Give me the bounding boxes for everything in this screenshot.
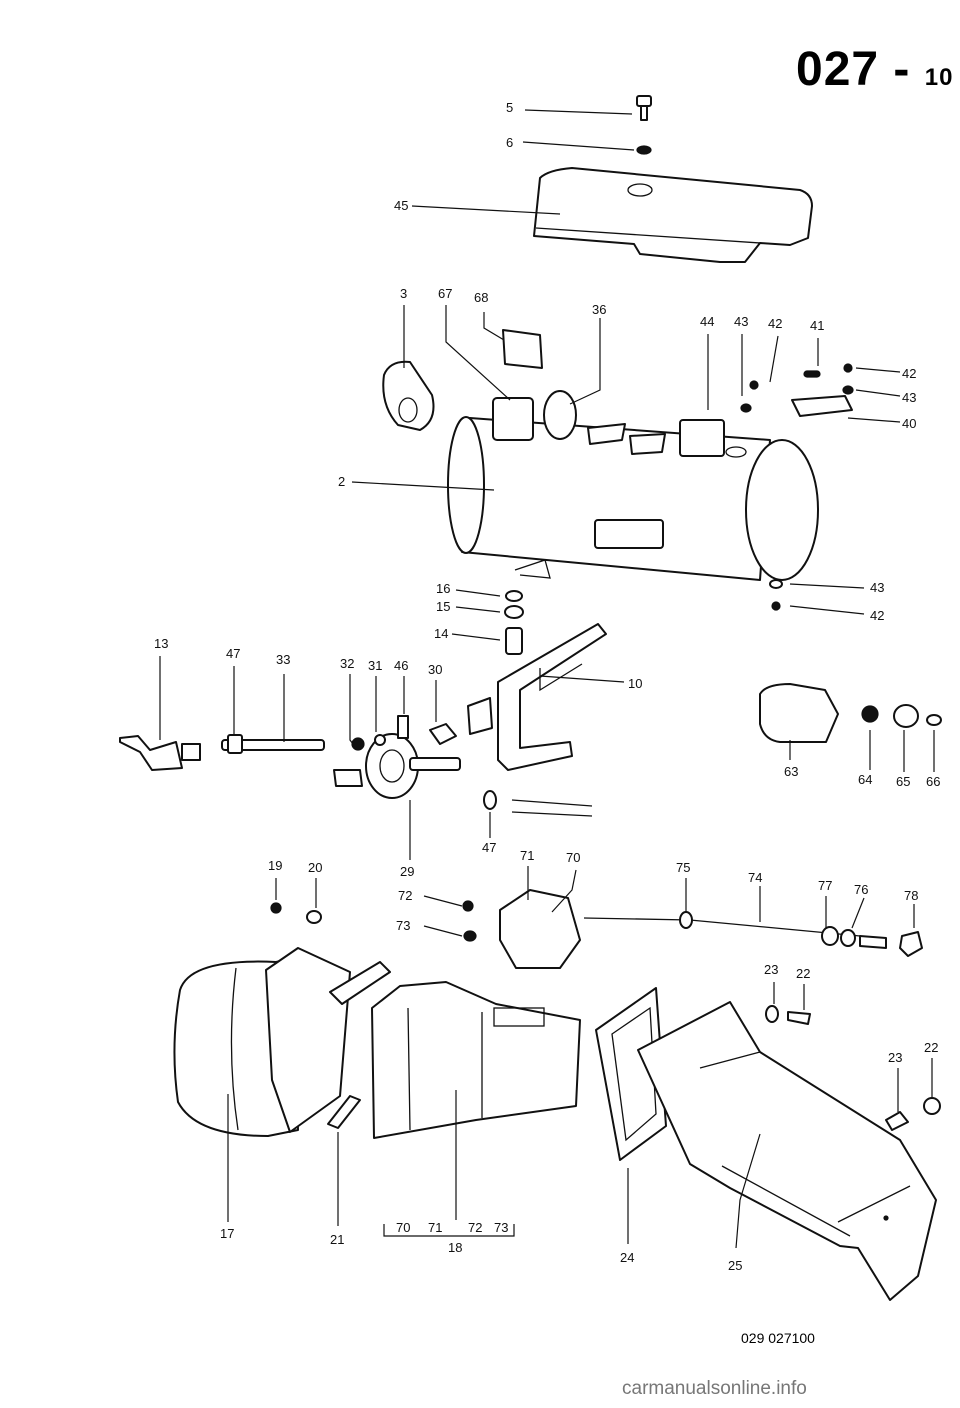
callout-74: 74 <box>748 870 762 885</box>
callout-29: 29 <box>400 864 414 879</box>
flange-24-part <box>595 987 667 1161</box>
callout-43-lower: 43 <box>870 580 884 595</box>
callout-32: 32 <box>340 656 354 671</box>
callout-64: 64 <box>858 772 872 787</box>
switch-unit-part <box>759 683 942 743</box>
duct-adapter-part <box>265 947 391 1133</box>
callout-labels: 5 6 45 3 67 68 36 44 43 42 41 42 43 40 2… <box>154 100 940 1273</box>
callout-3: 3 <box>400 286 407 301</box>
screw-part <box>636 95 652 121</box>
heater-body-part <box>447 416 819 581</box>
callout-63: 63 <box>784 764 798 779</box>
callout-18-sub-73: 73 <box>494 1220 508 1235</box>
callout-23-lower: 23 <box>888 1050 902 1065</box>
callout-78: 78 <box>904 888 918 903</box>
callout-21: 21 <box>330 1232 344 1247</box>
callout-46: 46 <box>394 658 408 673</box>
callout-18: 18 <box>448 1240 462 1255</box>
small-parts-on-body <box>382 329 853 457</box>
callout-73: 73 <box>396 918 410 933</box>
callout-6: 6 <box>506 135 513 150</box>
callout-17: 17 <box>220 1226 234 1241</box>
watermark: carmanualsonline.info <box>622 1378 807 1399</box>
gasket-21-part <box>327 1095 361 1129</box>
duct-25-part <box>637 1001 937 1301</box>
callout-10: 10 <box>628 676 642 691</box>
callout-47-mid: 47 <box>482 840 496 855</box>
callout-2: 2 <box>338 474 345 489</box>
callout-41: 41 <box>810 318 824 333</box>
callout-72: 72 <box>398 888 412 903</box>
callout-33: 33 <box>276 652 290 667</box>
callout-43-top: 43 <box>734 314 748 329</box>
callout-67: 67 <box>438 286 452 301</box>
callout-36: 36 <box>592 302 606 317</box>
callout-16: 16 <box>436 581 450 596</box>
callout-25: 25 <box>728 1258 742 1273</box>
callout-43-right: 43 <box>902 390 916 405</box>
callout-66: 66 <box>926 774 940 789</box>
callout-23-upper: 23 <box>764 962 778 977</box>
callout-24: 24 <box>620 1250 634 1265</box>
callout-65: 65 <box>896 774 910 789</box>
duct-18-part <box>371 981 581 1139</box>
bolts-and-washers <box>504 363 854 655</box>
reference-code: 029 027100 <box>741 1330 815 1346</box>
callout-42-right: 42 <box>902 366 916 381</box>
callout-19: 19 <box>268 858 282 873</box>
callout-47-left: 47 <box>226 646 240 661</box>
leader-lines <box>159 109 935 1249</box>
callout-31: 31 <box>368 658 382 673</box>
bracket-part <box>467 623 607 771</box>
callout-70: 70 <box>566 850 580 865</box>
cover-part <box>533 167 813 263</box>
page-number: 027 - 10 <box>796 43 954 96</box>
callout-14: 14 <box>434 626 448 641</box>
callout-5: 5 <box>506 100 513 115</box>
callout-42-top: 42 <box>768 316 782 331</box>
page-number-main: 027 <box>796 43 880 96</box>
callout-44: 44 <box>700 314 714 329</box>
callout-22-lower: 22 <box>924 1040 938 1055</box>
washer-part <box>636 145 652 155</box>
callout-40: 40 <box>902 416 916 431</box>
control-unit-part <box>270 889 941 1131</box>
callout-76: 76 <box>854 882 868 897</box>
callout-77: 77 <box>818 878 832 893</box>
callout-18-sub-70: 70 <box>396 1220 410 1235</box>
callout-18-sub-71: 71 <box>428 1220 442 1235</box>
page-number-sub: 10 <box>924 64 954 91</box>
callout-68: 68 <box>474 290 488 305</box>
callout-30: 30 <box>428 662 442 677</box>
callout-45: 45 <box>394 198 408 213</box>
callout-22-upper: 22 <box>796 966 810 981</box>
callout-71: 71 <box>520 848 534 863</box>
callout-13: 13 <box>154 636 168 651</box>
callout-75: 75 <box>676 860 690 875</box>
blower-motor-part <box>119 715 593 817</box>
callout-42-lower: 42 <box>870 608 884 623</box>
callout-15: 15 <box>436 599 450 614</box>
callout-18-sub-72: 72 <box>468 1220 482 1235</box>
callout-20: 20 <box>308 860 322 875</box>
